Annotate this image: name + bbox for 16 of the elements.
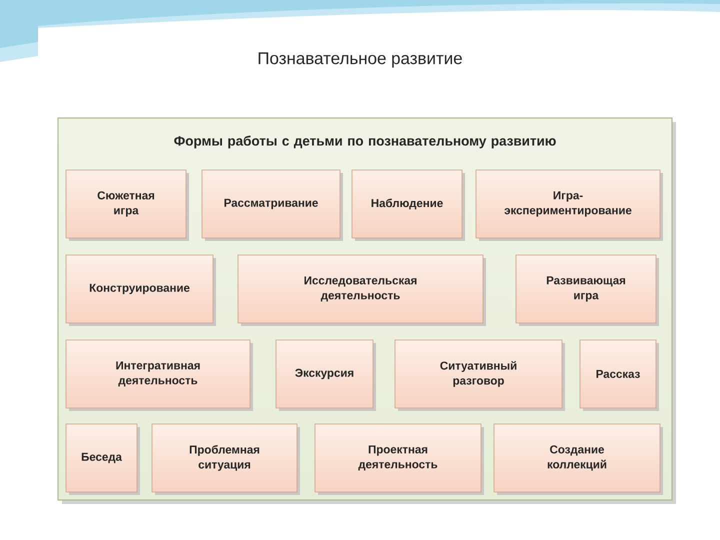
form-box: Исследовательская деятельность — [238, 254, 486, 326]
form-box: Конструирование — [66, 254, 216, 326]
form-box: Создание коллекций — [494, 424, 663, 495]
form-box: Наблюдение — [352, 170, 465, 241]
form-box: Беседа — [66, 424, 140, 495]
form-box: Рассматривание — [202, 170, 343, 241]
form-box: Рассказ — [580, 340, 659, 411]
form-box: Проектная деятельность — [314, 424, 484, 495]
form-box: Развивающая игра — [516, 254, 659, 326]
slide-title: Познавательное развитие — [258, 52, 462, 68]
form-box: Интегративная деятельность — [66, 340, 253, 411]
form-box: Сюжетная игра — [66, 170, 189, 241]
form-box: Проблемная ситуация — [152, 424, 300, 495]
form-box: Экскурсия — [276, 340, 376, 411]
form-box: Игра- экспериментирование — [476, 170, 663, 241]
form-box: Ситуативный разговор — [394, 340, 565, 411]
